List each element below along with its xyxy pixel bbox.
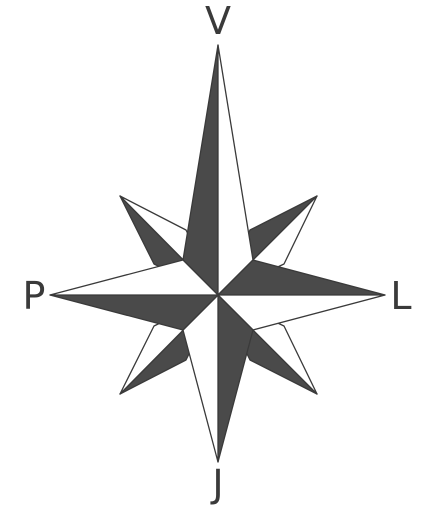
south-label: J	[210, 462, 223, 506]
west-label: P	[23, 274, 46, 318]
north-point-light	[218, 45, 253, 295]
north-point-dark	[183, 45, 218, 295]
north-label: V	[205, 0, 231, 43]
cardinal-points	[50, 45, 385, 462]
east-label: L	[390, 274, 411, 318]
